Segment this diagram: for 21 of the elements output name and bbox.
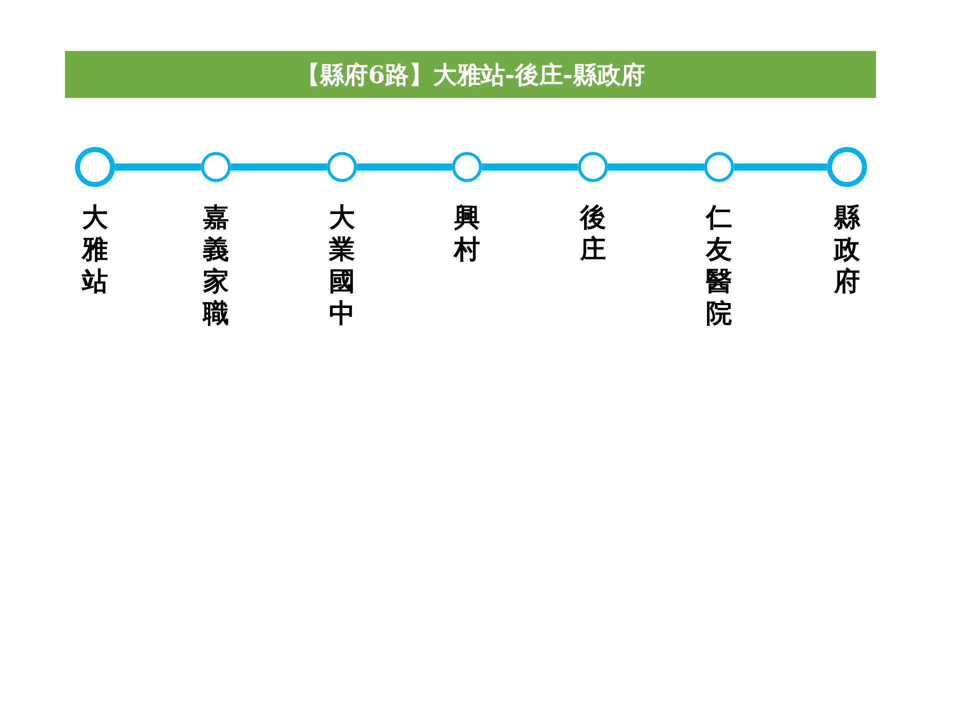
route-line: [608, 164, 704, 170]
station-name: 後庄: [580, 203, 606, 267]
route-line: [231, 164, 327, 170]
station-circle: [327, 152, 357, 182]
station-name: 仁友醫院: [706, 203, 732, 331]
route-line: [115, 164, 201, 170]
station-name: 縣政府: [834, 203, 860, 299]
route-line: [734, 164, 827, 170]
route-title-bar: 【縣府6路】大雅站-後庄-縣政府: [65, 51, 876, 98]
station-circle: [75, 147, 115, 187]
station-name: 興村: [454, 203, 480, 267]
route-line: [482, 164, 578, 170]
station-circle: [452, 152, 482, 182]
station-circle: [201, 152, 231, 182]
station-circle: [704, 152, 734, 182]
station-name: 大雅站: [82, 203, 108, 299]
station-circle: [827, 147, 867, 187]
station-name: 大業國中: [329, 203, 355, 331]
route-line: [357, 164, 452, 170]
station-circle: [578, 152, 608, 182]
station-name: 嘉義家職: [203, 203, 229, 331]
